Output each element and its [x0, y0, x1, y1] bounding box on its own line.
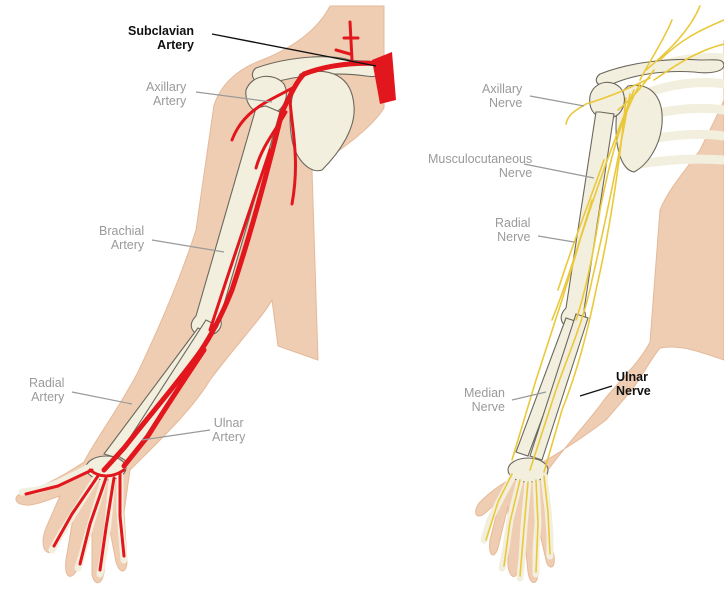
label-brachial-artery-line2: Artery [99, 238, 144, 252]
label-subclavian-artery-line2: Artery [128, 38, 194, 52]
label-axillary-nerve-line2: Nerve [482, 96, 522, 110]
label-axillary-artery-line2: Artery [146, 94, 186, 108]
label-subclavian-artery: Subclavian Artery [128, 24, 194, 52]
label-ulnar-nerve-line2: Nerve [616, 384, 651, 398]
label-ulnar-nerve-line1: Ulnar [616, 370, 651, 384]
label-ulnar-nerve: Ulnar Nerve [616, 370, 651, 398]
label-axillary-artery: Axillary Artery [146, 80, 186, 108]
label-ulnar-artery-line1: Ulnar [212, 416, 245, 430]
label-radial-nerve-line1: Radial [495, 216, 530, 230]
leader-axillary-nerve [530, 96, 584, 106]
label-musculocutaneous-nerve-line1: Musculocutaneous [428, 152, 532, 166]
leader-musculocutaneous-nerve [524, 164, 594, 178]
label-brachial-artery-line1: Brachial [99, 224, 144, 238]
label-brachial-artery: Brachial Artery [99, 224, 144, 252]
leader-radial-nerve [538, 236, 574, 242]
label-ulnar-artery: Ulnar Artery [212, 416, 245, 444]
label-radial-artery-line2: Artery [29, 390, 64, 404]
label-radial-nerve: Radial Nerve [495, 216, 530, 244]
label-median-nerve-line1: Median [464, 386, 505, 400]
label-subclavian-artery-line1: Subclavian [128, 24, 194, 38]
arterial-arm-panel [16, 6, 396, 583]
label-median-nerve-line2: Nerve [464, 400, 505, 414]
label-axillary-nerve-line1: Axillary [482, 82, 522, 96]
label-axillary-nerve: Axillary Nerve [482, 82, 522, 110]
label-musculocutaneous-nerve: Musculocutaneous Nerve [428, 152, 532, 180]
label-radial-artery-line1: Radial [29, 376, 64, 390]
label-radial-nerve-line2: Nerve [495, 230, 530, 244]
leader-ulnar-nerve [580, 386, 612, 396]
label-axillary-artery-line1: Axillary [146, 80, 186, 94]
label-radial-artery: Radial Artery [29, 376, 64, 404]
label-median-nerve: Median Nerve [464, 386, 505, 414]
label-ulnar-artery-line2: Artery [212, 430, 245, 444]
left-scapula [290, 71, 354, 170]
label-musculocutaneous-nerve-line2: Nerve [428, 166, 532, 180]
